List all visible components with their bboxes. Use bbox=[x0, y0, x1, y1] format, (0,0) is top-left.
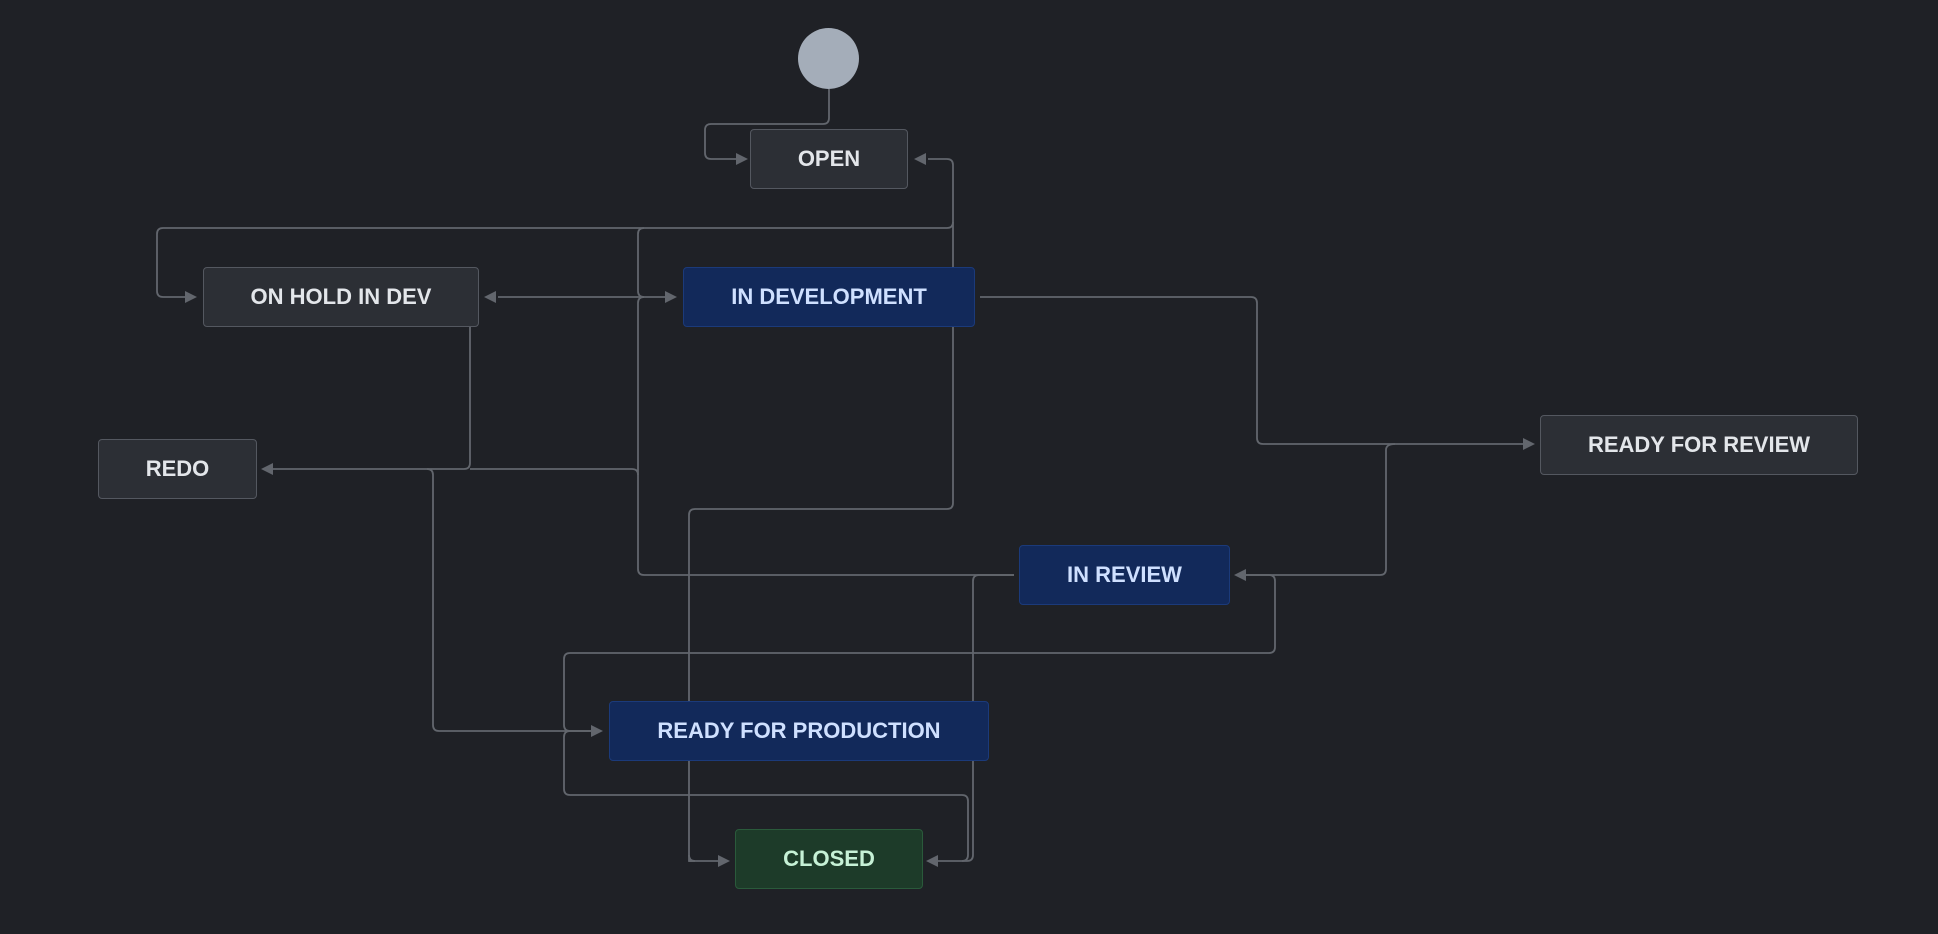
arrowhead-closed-left bbox=[718, 855, 730, 867]
transition-readyprod-to-closed[interactable] bbox=[563, 730, 969, 862]
arrowhead-onhold-right bbox=[484, 291, 496, 303]
arrowhead-onhold-left bbox=[185, 291, 197, 303]
arrowhead-readyprod-left bbox=[591, 725, 603, 737]
transition-open-to-indev[interactable] bbox=[637, 227, 668, 298]
status-label: READY FOR PRODUCTION bbox=[657, 718, 941, 743]
transition-inreview-to-readyprod[interactable] bbox=[563, 574, 1276, 732]
status-in-review[interactable]: IN REVIEW bbox=[1019, 545, 1230, 605]
status-redo[interactable]: REDO bbox=[98, 439, 257, 499]
status-ready-for-review[interactable]: READY FOR REVIEW bbox=[1540, 415, 1858, 475]
transition-indev-to-closed[interactable] bbox=[688, 855, 718, 862]
transition-inreview-to-indev[interactable] bbox=[637, 296, 645, 475]
status-label: OPEN bbox=[797, 146, 861, 171]
transition-start-to-open[interactable] bbox=[704, 89, 830, 160]
transition-open-to-onhold[interactable] bbox=[156, 221, 954, 298]
arrowhead-open-right bbox=[914, 153, 926, 165]
arrowhead-indev-left bbox=[665, 291, 677, 303]
transition-readyreview-to-inreview[interactable] bbox=[1245, 443, 1396, 576]
status-ready-for-production[interactable]: READY FOR PRODUCTION bbox=[609, 701, 989, 761]
arrowhead-closed-right bbox=[926, 855, 938, 867]
arrowhead-open-left bbox=[736, 153, 748, 165]
status-label: CLOSED bbox=[783, 846, 875, 871]
transition-indev-to-readyreview[interactable] bbox=[980, 296, 1524, 445]
start-node-circle[interactable] bbox=[798, 28, 859, 89]
status-closed[interactable]: CLOSED bbox=[735, 829, 923, 889]
status-label: IN DEVELOPMENT bbox=[731, 284, 927, 309]
status-label: ON HOLD IN DEV bbox=[250, 284, 432, 309]
status-label: IN REVIEW bbox=[1067, 562, 1182, 587]
status-label: REDO bbox=[145, 456, 210, 481]
arrowhead-readyreview-left bbox=[1523, 438, 1535, 450]
status-open[interactable]: OPEN bbox=[750, 129, 908, 189]
arrowhead-redo-right bbox=[261, 463, 273, 475]
status-label: READY FOR REVIEW bbox=[1587, 432, 1811, 457]
transition-redo-to-readyprod[interactable] bbox=[426, 468, 594, 732]
status-on-hold-in-dev[interactable]: ON HOLD IN DEV bbox=[203, 267, 479, 327]
status-in-development[interactable]: IN DEVELOPMENT bbox=[683, 267, 975, 327]
transition-inreview-to-redo[interactable] bbox=[470, 468, 1014, 576]
